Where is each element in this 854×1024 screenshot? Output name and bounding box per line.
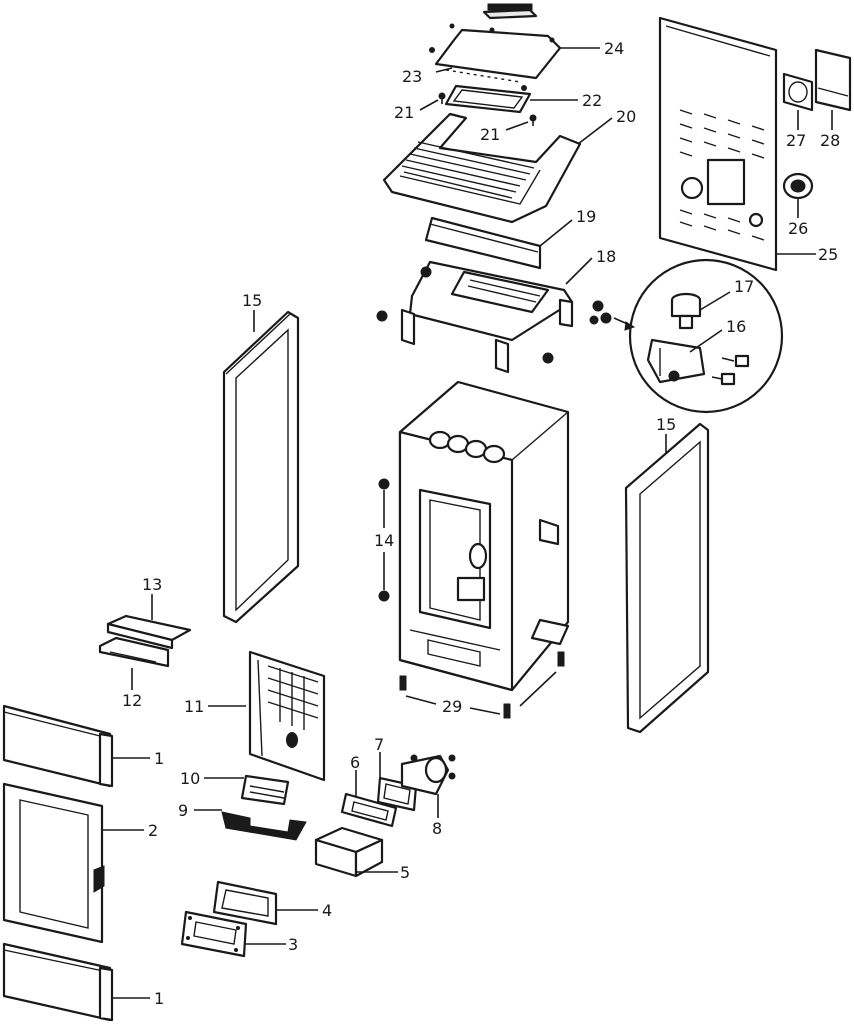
callout-23: 23 — [402, 67, 422, 86]
feet-29 — [399, 651, 565, 719]
upper-chassis — [376, 260, 574, 374]
firebox-back — [248, 650, 326, 782]
top-frame-grille — [401, 141, 535, 199]
callout-28: 28 — [820, 131, 840, 150]
callout-11: 11 — [184, 697, 204, 716]
ash-box-5 — [314, 826, 384, 878]
callout-10: 10 — [180, 769, 200, 788]
part-12-bar — [98, 636, 170, 668]
callout-27: 27 — [786, 131, 806, 150]
callout-26: 26 — [788, 219, 808, 238]
callout-13: 13 — [142, 575, 162, 594]
fan-8 — [400, 754, 456, 796]
firebox-back-grid — [267, 665, 319, 730]
callout-19: 19 — [576, 207, 596, 226]
callout-29: 29 — [442, 697, 462, 716]
burn-pot-gasket — [221, 811, 307, 841]
bracket-16 — [646, 338, 706, 384]
screws-14 — [378, 478, 390, 602]
rear-panel-vents — [679, 109, 765, 241]
callout-4: 4 — [322, 901, 332, 920]
frame-4 — [212, 880, 278, 926]
callout-6: 6 — [350, 753, 360, 772]
burn-pot — [240, 774, 290, 806]
callout-15-left: 15 — [242, 291, 262, 310]
cover-plate-28 — [814, 48, 852, 112]
screw-21-right — [529, 114, 537, 126]
callout-3: 3 — [288, 935, 298, 954]
top-burner-holes — [428, 430, 506, 464]
inset-screw-b — [711, 372, 736, 386]
callout-8: 8 — [432, 819, 442, 838]
callout-1-upper: 1 — [154, 749, 164, 768]
callout-14: 14 — [374, 531, 394, 550]
callout-20: 20 — [616, 107, 636, 126]
small-parts-cluster — [589, 300, 612, 325]
top-gasket — [444, 84, 532, 114]
callout-18: 18 — [596, 247, 616, 266]
callout-24: 24 — [604, 39, 624, 58]
flue-ring — [782, 172, 814, 200]
callout-22: 22 — [582, 91, 602, 110]
front-panel-lower — [2, 942, 114, 1022]
rear-panel — [658, 16, 778, 272]
inset-screw-a — [721, 354, 750, 368]
callout-5: 5 — [400, 863, 410, 882]
callout-25: 25 — [818, 245, 838, 264]
frame-3 — [180, 910, 248, 958]
side-panel-right — [624, 422, 710, 734]
callout-17: 17 — [734, 277, 754, 296]
top-vent-handle — [482, 3, 538, 20]
callout-2: 2 — [148, 821, 158, 840]
callout-16: 16 — [726, 317, 746, 336]
callout-7: 7 — [374, 735, 384, 754]
callout-9: 9 — [178, 801, 188, 820]
flue-flange — [782, 72, 814, 112]
detail-inset — [589, 258, 784, 414]
callout-1-lower: 1 — [154, 989, 164, 1008]
leader-lines — [102, 47, 833, 999]
front-door — [2, 782, 105, 944]
callout-15-right: 15 — [656, 415, 676, 434]
callout-21-right: 21 — [480, 125, 500, 144]
callout-21-left: 21 — [394, 103, 414, 122]
front-panel-upper — [2, 704, 114, 788]
side-panel-left — [222, 310, 300, 624]
top-frame — [382, 112, 582, 224]
part-13-plate — [106, 614, 192, 650]
stove-body — [398, 380, 570, 692]
knob-17 — [670, 292, 702, 330]
screw-21-left — [438, 92, 446, 104]
callout-12: 12 — [122, 691, 142, 710]
callouts: 24 23 22 21 21 20 19 18 17 16 25 26 27 2… — [122, 39, 840, 1008]
deflector-plate — [424, 216, 542, 270]
top-cover-plate — [429, 23, 562, 91]
